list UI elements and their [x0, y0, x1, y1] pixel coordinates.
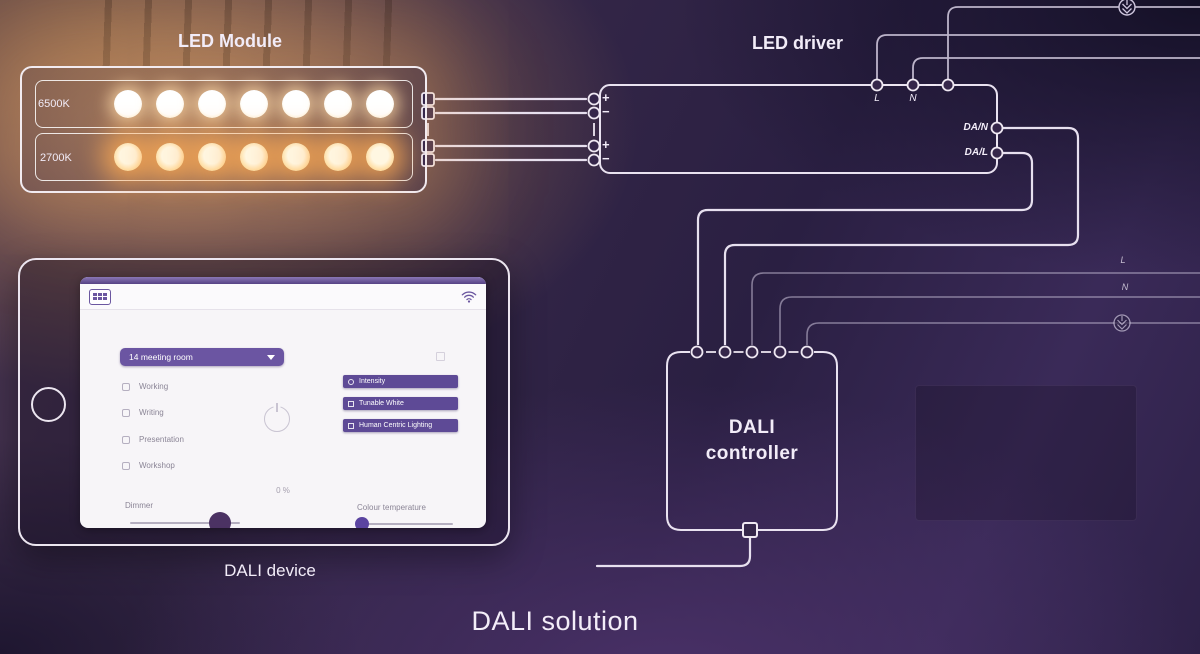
led-dot: [198, 143, 226, 171]
led-dot: [282, 143, 310, 171]
controller-device-wire: [595, 535, 752, 568]
status-strip: [80, 277, 486, 284]
mode-button-tunable-white[interactable]: Tunable White: [343, 397, 458, 410]
wifi-icon: [461, 291, 477, 303]
scene-item[interactable]: Presentation: [122, 435, 184, 444]
app-content: 14 meeting room Working Writing Presenta…: [80, 310, 486, 528]
mode-button-intensity[interactable]: Intensity: [343, 375, 458, 388]
dali-device-label: DALI device: [224, 561, 316, 580]
led-dot: [114, 143, 142, 171]
controller-title-line2: controller: [705, 443, 799, 464]
level-value: 0 %: [276, 486, 290, 495]
scene-label: Working: [139, 382, 169, 391]
scene-label: Workshop: [139, 461, 175, 470]
led-dot: [156, 143, 184, 171]
controller-title-line1: DALI: [728, 417, 776, 438]
mains-label-n: N: [1121, 282, 1129, 292]
scene-item[interactable]: Writing: [122, 408, 164, 417]
led-row-2700k: [35, 133, 413, 181]
scene-label: Writing: [139, 408, 164, 417]
mains-label-l: L: [1120, 255, 1126, 265]
dimmer-label: Dimmer: [125, 501, 153, 510]
mains-lines: [751, 272, 1200, 345]
led-dot: [240, 90, 268, 118]
terminal-sign: −: [602, 104, 610, 119]
colour-temperature-knob[interactable]: [355, 517, 369, 528]
led-dot: [156, 90, 184, 118]
led-driver-box: [599, 84, 998, 174]
led-dot: [282, 90, 310, 118]
terminal-sign: +: [602, 137, 610, 152]
tablet-screen: 14 meeting room Working Writing Presenta…: [80, 277, 486, 528]
hcl-icon: [348, 422, 354, 429]
scene-label: Presentation: [139, 435, 184, 444]
mode-button-hcl[interactable]: Human Centric Lighting: [343, 419, 458, 432]
terminal-sign: +: [602, 90, 610, 105]
scene-icon: [122, 408, 130, 417]
led-dot: [240, 143, 268, 171]
led-dot: [114, 90, 142, 118]
led-dot: [324, 143, 352, 171]
controller-terminals: [690, 345, 814, 359]
page-title: DALI solution: [471, 606, 639, 636]
led-driver-title: LED driver: [751, 33, 844, 53]
terminal-label-dal: DA/L: [964, 147, 988, 158]
scene-item[interactable]: Working: [122, 382, 168, 391]
power-icon[interactable]: [264, 403, 290, 432]
expand-icon[interactable]: [436, 352, 445, 361]
intensity-icon: [348, 378, 354, 385]
scene-icon: [122, 382, 130, 391]
driver-output-terminals: [587, 92, 601, 167]
dali-device-tablet: 14 meeting room Working Writing Presenta…: [18, 258, 510, 546]
scene-item[interactable]: Workshop: [122, 461, 175, 470]
controller-bottom-terminal: [742, 522, 758, 538]
scene-icon: [122, 435, 130, 444]
dimmer-knob[interactable]: [209, 512, 231, 528]
led-dot: [366, 90, 394, 118]
scene-icon: [122, 461, 130, 470]
terminal-label-l: L: [874, 93, 880, 104]
earth-icon: [1118, 0, 1136, 16]
dali-bus-wires: [696, 126, 1080, 345]
led-dot: [198, 90, 226, 118]
grid-menu-button[interactable]: [89, 288, 111, 305]
row-temp-label: 2700K: [40, 152, 72, 164]
terminal-label-n: N: [909, 93, 917, 104]
dimmer-track[interactable]: [130, 522, 240, 524]
dali-controller-box: [666, 351, 838, 531]
driver-top-terminals: [870, 78, 955, 92]
tunable-white-icon: [348, 400, 354, 407]
background-luminaire: [915, 385, 1137, 521]
room-selector[interactable]: 14 meeting room: [120, 348, 284, 366]
terminal-sign: −: [602, 151, 610, 166]
terminal-label-dan: DA/N: [963, 122, 988, 133]
app-header: [80, 284, 486, 310]
mode-label: Intensity: [359, 378, 386, 385]
row-temp-label: 6500K: [38, 98, 70, 110]
chevron-down-icon: [267, 354, 275, 360]
module-driver-wires: [434, 97, 588, 162]
driver-dali-terminals: [990, 121, 1004, 160]
driver-mains-wires: [876, 6, 1200, 80]
room-selector-value: 14 meeting room: [129, 352, 193, 362]
colour-temperature-track[interactable]: [360, 523, 453, 525]
mode-label: Tunable White: [359, 400, 404, 407]
led-row-6500k: [35, 80, 413, 128]
led-module-title: LED Module: [178, 31, 282, 51]
led-dot: [366, 143, 394, 171]
mode-label: Human Centric Lighting: [359, 422, 433, 429]
colour-temperature-label: Colour temperature: [357, 503, 426, 512]
earth-icon: [1113, 314, 1131, 332]
camera-icon: [31, 387, 66, 422]
led-module: [20, 66, 427, 193]
led-dot: [324, 90, 352, 118]
